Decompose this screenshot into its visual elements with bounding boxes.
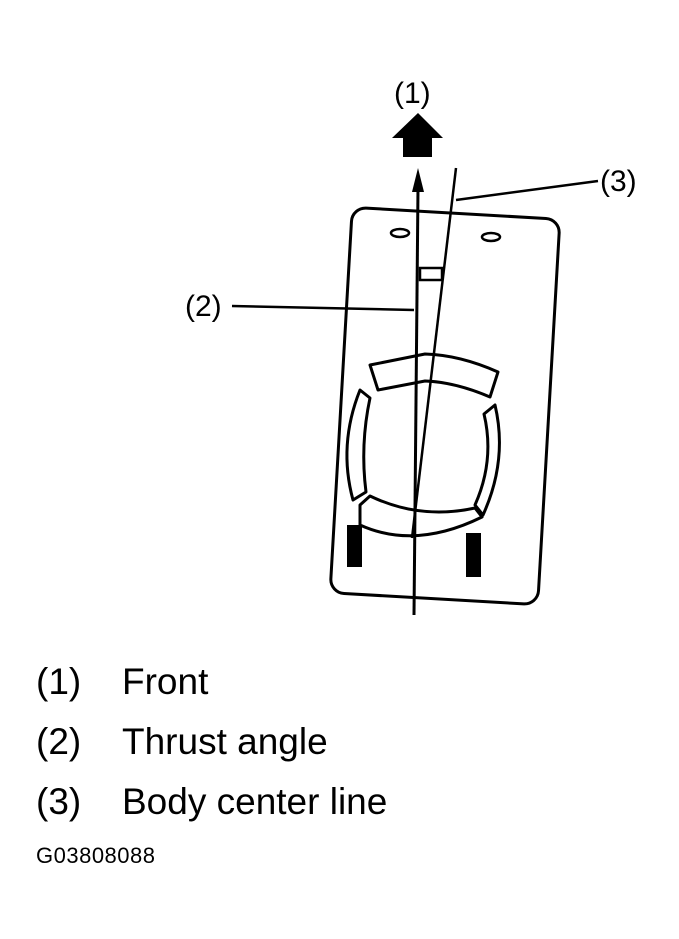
legend-label: Thrust angle: [122, 721, 328, 762]
legend-label: Front: [122, 661, 209, 702]
legend-number: (1): [36, 661, 82, 702]
rear-right-tire: [466, 533, 481, 577]
legend: (1) Front (2) Thrust angle (3) Body cent…: [36, 652, 656, 832]
callout-thrust-angle: (2): [185, 290, 222, 323]
legend-item: (3) Body center line: [36, 772, 656, 832]
center-marker: [418, 266, 444, 282]
thrust-line: [412, 187, 420, 616]
leader-line-body-center: [455, 179, 599, 202]
front-arrow-icon: [392, 113, 443, 157]
callout-front: (1): [394, 77, 431, 110]
legend-number: (3): [36, 781, 82, 822]
leader-line-thrust-angle: [231, 304, 415, 312]
legend-label: Body center line: [122, 781, 388, 822]
rear-left-tire: [347, 525, 362, 567]
front-arc-segment: [368, 352, 500, 399]
front-left-mark: [389, 227, 411, 239]
legend-item: (1) Front: [36, 652, 656, 712]
body-center-line: [410, 167, 458, 539]
callout-body-center-line: (3): [600, 165, 637, 198]
thrust-line-arrowhead: [412, 168, 424, 192]
front-right-mark: [480, 231, 502, 243]
rear-arc-segment: [358, 494, 484, 538]
right-arc-segment: [473, 403, 501, 517]
wheel-segments: [345, 352, 501, 538]
left-arc-segment: [345, 388, 372, 502]
legend-item: (2) Thrust angle: [36, 712, 656, 772]
figure-code: G03808088: [36, 843, 156, 868]
thrust-angle-diagram: (1) (2) (3): [185, 77, 637, 616]
legend-number: (2): [36, 721, 82, 762]
